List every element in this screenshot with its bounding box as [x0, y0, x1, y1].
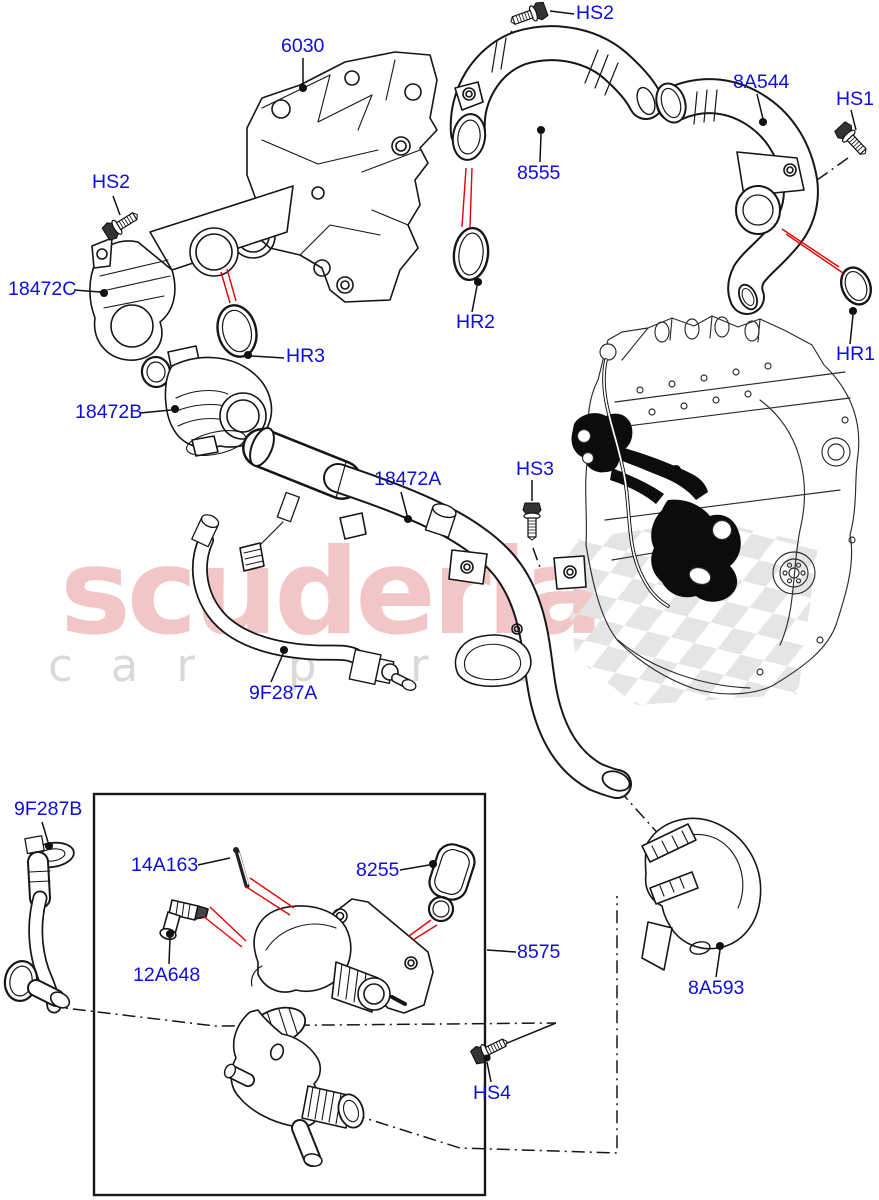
construction-lines	[47, 30, 849, 1197]
part-drawing-8555-hose[interactable]	[449, 25, 664, 162]
part-drawing-9f287a-hose[interactable]	[191, 512, 418, 692]
engine-illustration	[571, 315, 860, 695]
part-label-18472a[interactable]: 18472A	[374, 468, 442, 490]
part-label-8555[interactable]: 8555	[517, 162, 561, 184]
part-label-hs4[interactable]: HS4	[473, 1082, 511, 1104]
part-label-hs3[interactable]: HS3	[516, 458, 554, 480]
part-drawing-hr2-oring[interactable]	[451, 226, 490, 282]
part-label-18472c[interactable]: 18472C	[8, 278, 77, 300]
part-label-8a593[interactable]: 8A593	[688, 977, 745, 999]
part-label-18472b[interactable]: 18472B	[75, 401, 143, 423]
part-label-hs2-left[interactable]: HS2	[92, 171, 130, 193]
part-drawing-18472a-pipe[interactable]	[239, 425, 632, 799]
part-drawing-8a593-elbow[interactable]	[641, 817, 762, 971]
part-drawing-8a544-hose[interactable]	[652, 78, 819, 315]
part-drawing-9f287b-hose[interactable]	[2, 835, 76, 1014]
part-label-9f287a[interactable]: 9F287A	[249, 682, 318, 704]
part-label-hs2-top[interactable]: HS2	[576, 2, 614, 24]
part-label-12a648[interactable]: 12A648	[133, 964, 201, 986]
part-label-8575[interactable]: 8575	[517, 941, 561, 963]
leader-lines	[41, 10, 858, 1083]
part-drawing-18472c-connector[interactable]	[89, 185, 294, 361]
part-label-hr3[interactable]: HR3	[286, 345, 326, 367]
part-drawing-12a648-sensor[interactable]	[159, 899, 209, 941]
part-drawing-14a163-pin[interactable]	[233, 847, 250, 889]
part-drawing-hr3-oring[interactable]	[212, 301, 261, 361]
part-label-hr2[interactable]: HR2	[456, 311, 496, 333]
part-drawing-8575-thermostat[interactable]	[223, 898, 434, 1167]
part-drawing-hr1-oring[interactable]	[836, 263, 876, 309]
part-label-hr1[interactable]: HR1	[836, 343, 876, 365]
part-label-hs1[interactable]: HS1	[836, 88, 874, 110]
part-drawing-18472b-housing[interactable]	[140, 345, 273, 460]
watermark-checkered-flag	[560, 520, 818, 705]
part-label-8255[interactable]: 8255	[356, 859, 400, 881]
part-label-14a163[interactable]: 14A163	[131, 854, 199, 876]
watermark-tagline-car: car	[48, 639, 233, 692]
part-label-6030[interactable]: 6030	[281, 35, 325, 57]
red-pointer-lines	[202, 167, 844, 948]
part-label-8a544[interactable]: 8A544	[733, 71, 790, 93]
part-label-9f287b[interactable]: 9F287B	[14, 798, 83, 820]
detail-box	[92, 792, 487, 1197]
